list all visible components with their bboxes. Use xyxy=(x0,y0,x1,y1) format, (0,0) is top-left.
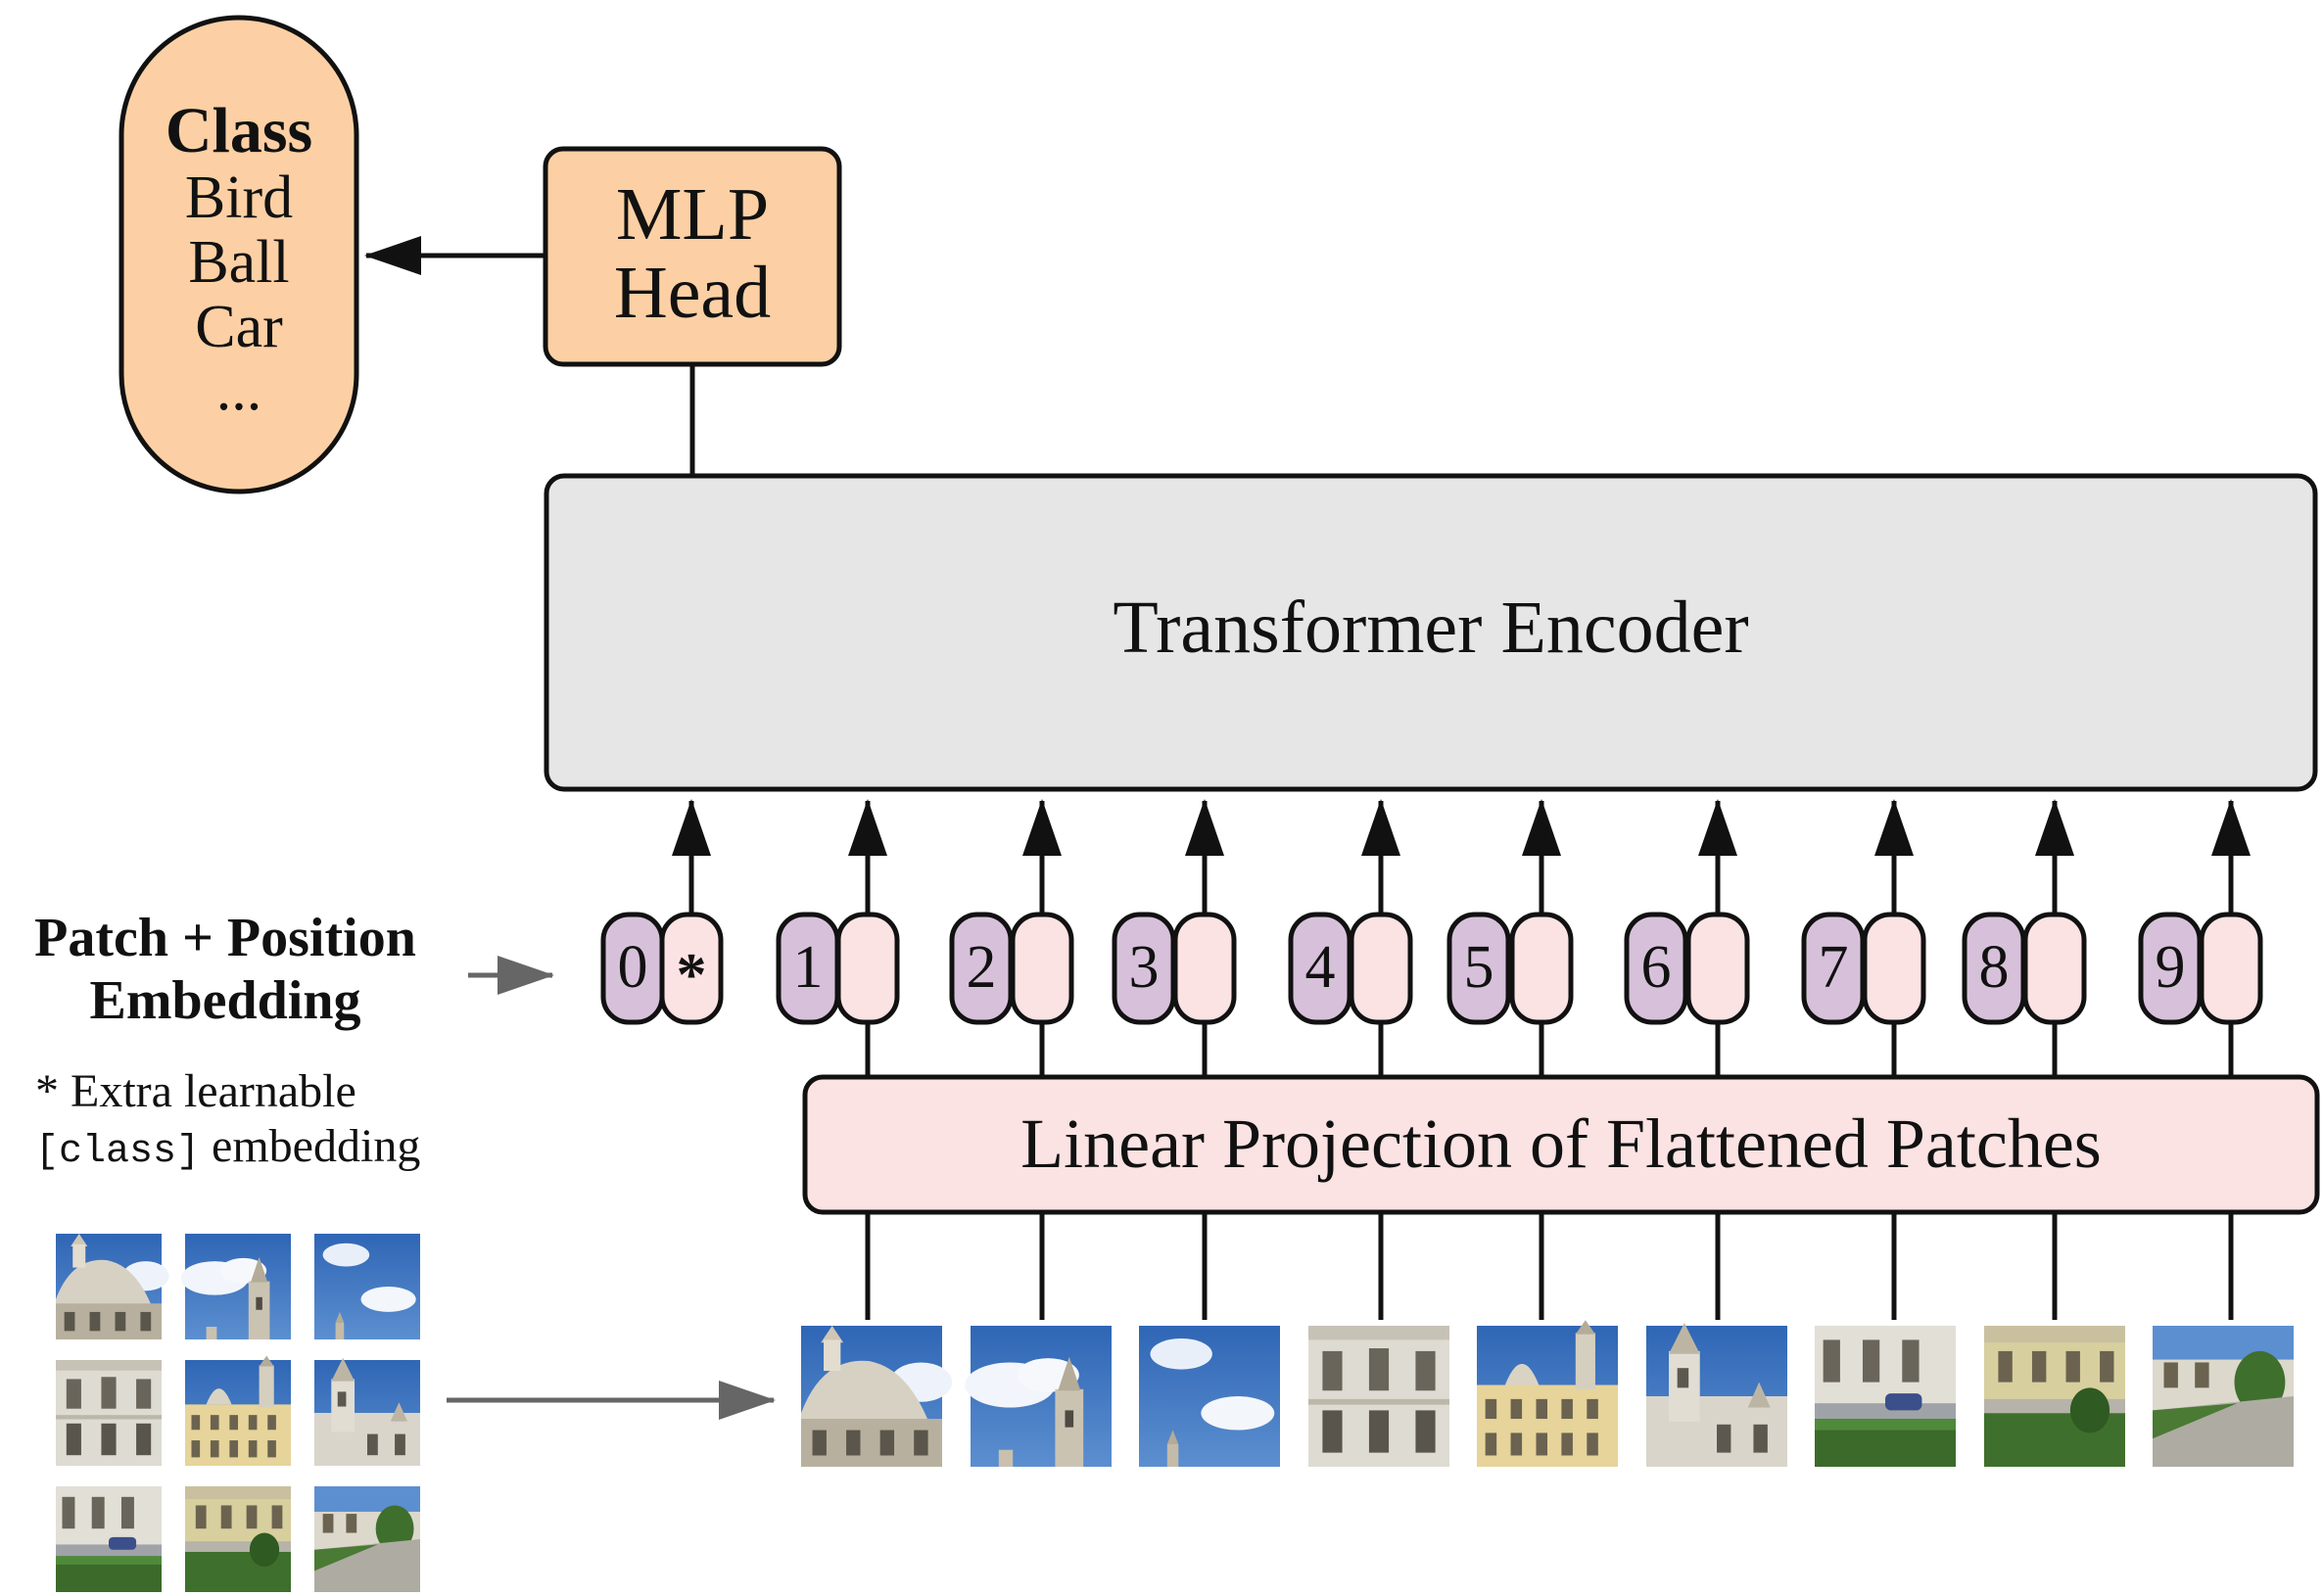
token-arrows xyxy=(672,799,2251,1077)
flattened-patch-7 xyxy=(1815,1326,1956,1467)
patch-embedding-6 xyxy=(1685,912,1750,1025)
token-8: 8 xyxy=(1962,912,2087,1025)
flattened-patch-6 xyxy=(1646,1323,1787,1467)
patch-connectors xyxy=(865,1212,2234,1320)
patch-embedding-8 xyxy=(2022,912,2087,1025)
token-4: 4 xyxy=(1288,912,1413,1025)
position-number-4: 4 xyxy=(1305,934,1336,1001)
source-patch-2 xyxy=(180,1234,291,1339)
token-1: 1 xyxy=(776,912,900,1025)
linear-projection-label: Linear Projection of Flattened Patches xyxy=(1020,1104,2102,1183)
mlp-head-line1: MLP xyxy=(616,173,769,256)
patch-embedding-2 xyxy=(1010,912,1074,1025)
flattened-patch-1 xyxy=(801,1326,953,1467)
position-number-2: 2 xyxy=(967,934,997,1001)
patch-embedding-7 xyxy=(1862,912,1926,1025)
position-number-9: 9 xyxy=(2156,934,2186,1001)
token-3: 3 xyxy=(1112,912,1237,1025)
embedding-label: Patch + Position Embedding xyxy=(34,908,416,1031)
flattened-patch-5 xyxy=(1477,1320,1618,1467)
source-patch-9 xyxy=(314,1486,420,1592)
position-number-7: 7 xyxy=(1819,934,1849,1001)
position-number-5: 5 xyxy=(1464,934,1494,1001)
class-token-marker: * xyxy=(677,942,707,1009)
flattened-patch-row xyxy=(801,1320,2294,1467)
position-embedding-5 xyxy=(1446,912,1511,1025)
class-item-ellipsis: ... xyxy=(216,356,262,423)
footnote-line1: * Extra learnable xyxy=(35,1065,356,1117)
mlp-head-box: MLP Head xyxy=(543,146,842,367)
token-9: 9 xyxy=(2138,912,2263,1025)
position-number-3: 3 xyxy=(1129,934,1160,1001)
position-embedding-6 xyxy=(1624,912,1688,1025)
position-number-8: 8 xyxy=(1979,934,2010,1001)
token-2: 2 xyxy=(949,912,1074,1025)
patch-embedding-5 xyxy=(1509,912,1574,1025)
token-5: 5 xyxy=(1446,912,1574,1025)
footnote-class-code: [class] xyxy=(35,1130,200,1174)
flattened-patch-4 xyxy=(1308,1326,1449,1467)
source-image-grid xyxy=(56,1234,420,1592)
class-item-bird: Bird xyxy=(185,164,293,231)
footnote-line2: [class] embedding xyxy=(35,1120,420,1174)
class-title: Class xyxy=(166,95,312,166)
transformer-encoder-label: Transformer Encoder xyxy=(1113,587,1748,669)
patch-embedding-1 xyxy=(835,912,900,1025)
token-0: 0* xyxy=(600,912,724,1025)
source-patch-8 xyxy=(185,1486,291,1592)
embedding-label-line2: Embedding xyxy=(90,970,361,1031)
position-number-6: 6 xyxy=(1641,934,1672,1001)
patch-embedding-3 xyxy=(1172,912,1237,1025)
source-patch-4 xyxy=(56,1360,162,1466)
flattened-patch-9 xyxy=(2153,1326,2294,1467)
embedding-label-line1: Patch + Position xyxy=(34,908,416,968)
class-item-ball: Ball xyxy=(188,229,289,296)
class-item-car: Car xyxy=(195,294,283,360)
flattened-patch-2 xyxy=(965,1326,1112,1467)
class-token-embedding xyxy=(659,912,724,1025)
source-patch-5 xyxy=(185,1355,291,1466)
mlp-head-line2: Head xyxy=(614,252,771,334)
source-patch-6 xyxy=(314,1357,420,1466)
source-patch-1 xyxy=(56,1234,169,1339)
flattened-patch-3 xyxy=(1139,1326,1280,1467)
patch-embedding-9 xyxy=(2199,912,2263,1025)
position-number-1: 1 xyxy=(793,934,824,1001)
token-7: 7 xyxy=(1801,912,1926,1025)
flattened-patch-8 xyxy=(1984,1326,2125,1467)
source-patch-3 xyxy=(314,1234,420,1339)
linear-projection-box: Linear Projection of Flattened Patches xyxy=(802,1074,2320,1215)
position-number-0: 0 xyxy=(618,934,648,1001)
source-patch-7 xyxy=(56,1486,162,1592)
class-output-pill: Class Bird Ball Car ... xyxy=(119,15,359,494)
footnote-embedding-text: embedding xyxy=(200,1120,420,1172)
token-6: 6 xyxy=(1624,912,1750,1025)
patch-embedding-4 xyxy=(1349,912,1413,1025)
transformer-encoder-box: Transformer Encoder xyxy=(544,473,2318,792)
